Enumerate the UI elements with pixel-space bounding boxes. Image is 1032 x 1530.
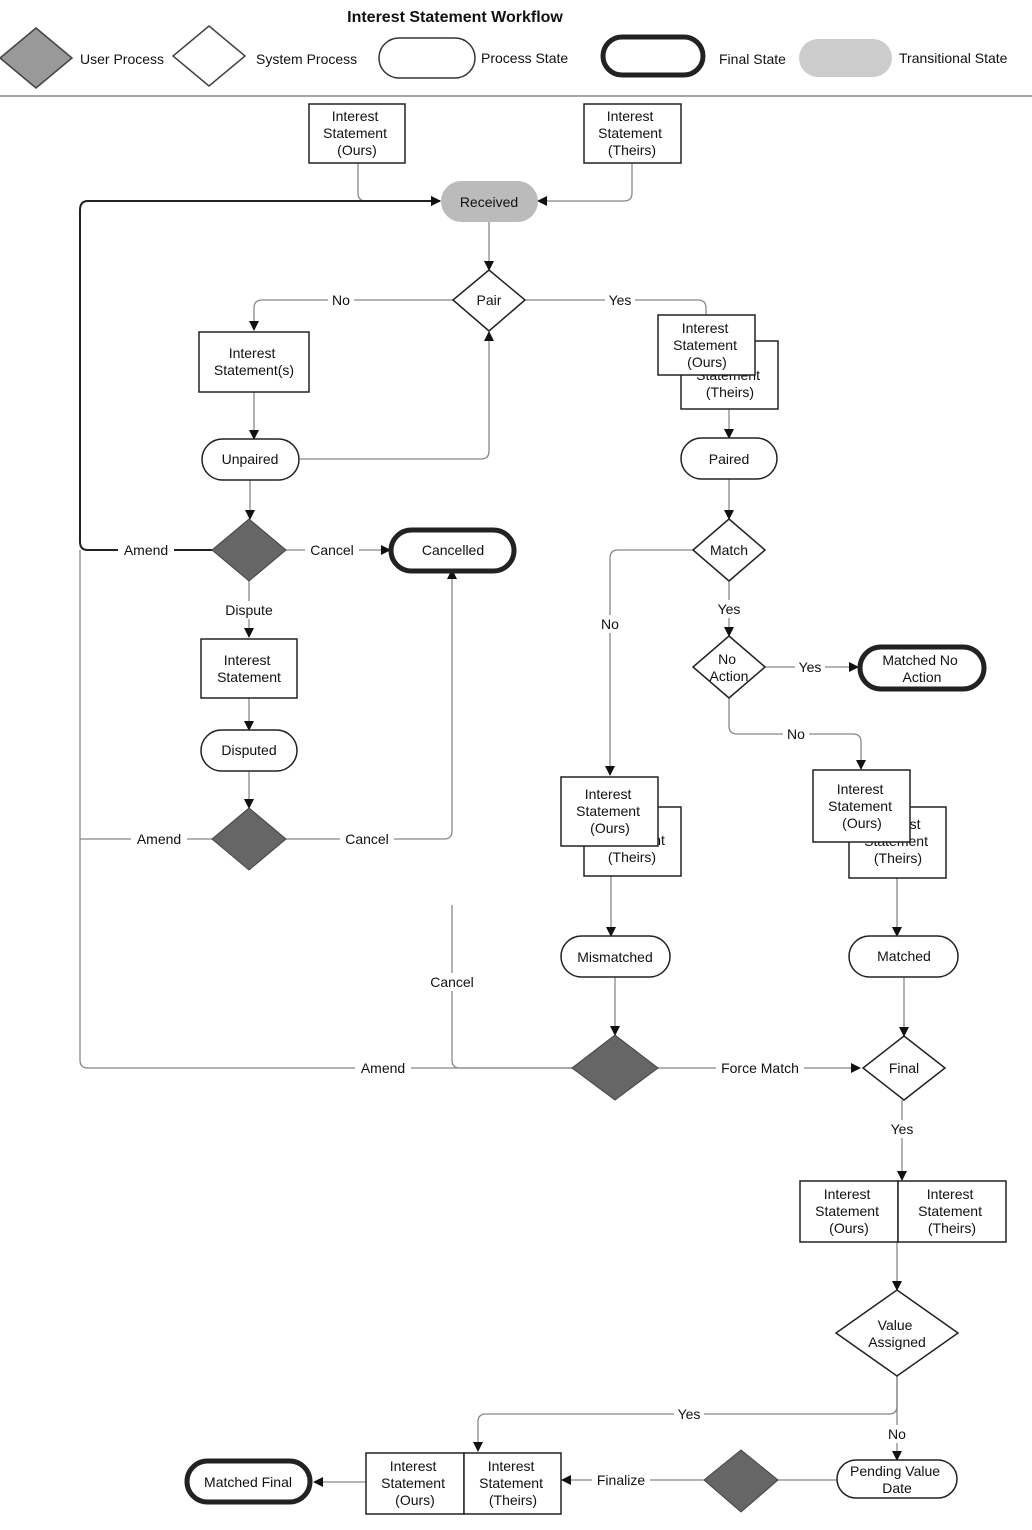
user-process-unpaired bbox=[211, 518, 287, 582]
state-matched-label: Matched bbox=[877, 948, 931, 964]
state-mismatched-label: Mismatched bbox=[577, 949, 652, 965]
edge-label-no-action-yes: Yes bbox=[799, 659, 822, 675]
edge-label-match-no: No bbox=[601, 616, 619, 632]
decision-value-assigned bbox=[834, 1289, 960, 1377]
edge-label-value-yes: Yes bbox=[678, 1406, 701, 1422]
edge-label-amend-3: Amend bbox=[361, 1060, 405, 1076]
decision-pair bbox=[451, 269, 527, 332]
edge-label-amend-1: Amend bbox=[124, 542, 168, 558]
legend-system-process-shape bbox=[171, 25, 247, 87]
decision-final bbox=[861, 1035, 947, 1101]
bottom-doc-theirs-label: Interest Statement (Theirs) bbox=[479, 1458, 547, 1508]
edge-label-no-action-no: No bbox=[787, 726, 805, 742]
edge-label-amend-2: Amend bbox=[137, 831, 181, 847]
matched-doc-front-label: Interest Statement (Ours) bbox=[828, 781, 896, 831]
edge-label-final-yes: Yes bbox=[891, 1121, 914, 1137]
decision-match bbox=[691, 518, 767, 582]
state-cancelled-label: Cancelled bbox=[422, 542, 484, 558]
user-process-pending bbox=[703, 1449, 779, 1513]
final-doc-theirs bbox=[897, 1180, 1007, 1243]
decision-pair-label: Pair bbox=[477, 292, 502, 308]
edge-label-pair-no: No bbox=[332, 292, 350, 308]
state-matched-no-action bbox=[857, 644, 987, 692]
decision-match-label: Match bbox=[710, 542, 748, 558]
state-matched-final bbox=[184, 1458, 313, 1505]
state-cancelled bbox=[388, 527, 517, 574]
state-disputed bbox=[200, 729, 298, 772]
state-pending-value-date-label: Pending Value Date bbox=[850, 1463, 944, 1496]
final-doc-ours-label: Interest Statement (Ours) bbox=[815, 1186, 883, 1236]
legend-process-state-shape bbox=[378, 37, 476, 79]
legend-final-state-shape bbox=[600, 34, 706, 78]
matched-doc-front bbox=[812, 769, 911, 843]
mismatch-doc-front bbox=[560, 776, 659, 847]
legend-transitional-state-shape bbox=[799, 39, 892, 77]
edge-label-dispute: Dispute bbox=[225, 602, 273, 618]
legend-final-state-label: Final State bbox=[719, 51, 786, 67]
state-paired-label: Paired bbox=[709, 451, 749, 467]
legend-user-process-label: User Process bbox=[80, 51, 164, 67]
bottom-doc-theirs bbox=[463, 1452, 562, 1515]
diagram-title: Interest Statement Workflow bbox=[347, 9, 563, 26]
doc-ours-top bbox=[308, 103, 406, 164]
state-unpaired bbox=[201, 438, 300, 481]
doc-unpaired-label: Interest Statement(s) bbox=[214, 345, 294, 378]
edge-label-match-yes: Yes bbox=[718, 601, 741, 617]
legend-transitional-state-label: Transitional State bbox=[899, 50, 1008, 66]
state-received-label: Received bbox=[460, 194, 518, 210]
state-received bbox=[441, 181, 538, 222]
doc-theirs-top-label: Interest Statement (Theirs) bbox=[598, 108, 666, 158]
legend-process-state-label: Process State bbox=[481, 50, 568, 66]
legend-user-process-shape bbox=[0, 27, 74, 89]
edge-label-cancel-2: Cancel bbox=[345, 831, 389, 847]
doc-unpaired bbox=[198, 331, 310, 393]
decision-no-action-label: No Action bbox=[710, 651, 749, 684]
decision-value-assigned-label: Value Assigned bbox=[868, 1317, 926, 1350]
final-doc-theirs-label: Interest Statement (Theirs) bbox=[918, 1186, 986, 1236]
doc-theirs-top bbox=[583, 103, 682, 164]
state-unpaired-label: Unpaired bbox=[222, 451, 279, 467]
edge-label-value-no: No bbox=[888, 1426, 906, 1442]
mismatch-doc-back-label: nt (Theirs) bbox=[608, 832, 669, 865]
decision-no-action bbox=[691, 635, 767, 699]
state-pending-value-date bbox=[836, 1459, 958, 1499]
doc-ours-top-label: Interest Statement (Ours) bbox=[323, 108, 391, 158]
state-mismatched bbox=[560, 935, 671, 978]
state-disputed-label: Disputed bbox=[221, 742, 276, 758]
bottom-doc-ours-label: Interest Statement (Ours) bbox=[381, 1458, 449, 1508]
bottom-doc-ours bbox=[365, 1452, 465, 1515]
paired-doc-front bbox=[657, 314, 756, 376]
final-doc-ours bbox=[799, 1180, 899, 1243]
edge-label-force-match: Force Match bbox=[721, 1060, 799, 1076]
edge-label-cancel-1: Cancel bbox=[310, 542, 354, 558]
doc-dispute-label: Interest Statement bbox=[217, 652, 281, 685]
state-paired bbox=[680, 437, 778, 480]
decision-final-label: Final bbox=[889, 1060, 919, 1076]
user-process-disputed bbox=[211, 807, 287, 871]
edge-label-cancel-3: Cancel bbox=[430, 974, 474, 990]
amend-loop-connector bbox=[79, 196, 441, 551]
edge-label-finalize: Finalize bbox=[597, 1472, 645, 1488]
state-matched-no-action-label: Matched No Action bbox=[882, 652, 961, 685]
state-matched-final-label: Matched Final bbox=[204, 1474, 292, 1490]
state-matched bbox=[848, 935, 959, 978]
doc-dispute bbox=[200, 638, 298, 699]
mismatch-doc-front-label: Interest Statement (Ours) bbox=[576, 786, 644, 836]
user-process-mismatched bbox=[571, 1034, 659, 1101]
edge-label-pair-yes: Yes bbox=[609, 292, 632, 308]
paired-doc-front-label: Interest Statement (Ours) bbox=[673, 320, 741, 370]
legend-system-process-label: System Process bbox=[256, 51, 357, 67]
edge-labels: No Yes Amend Cancel Dispute Amend Cancel… bbox=[118, 291, 917, 1489]
